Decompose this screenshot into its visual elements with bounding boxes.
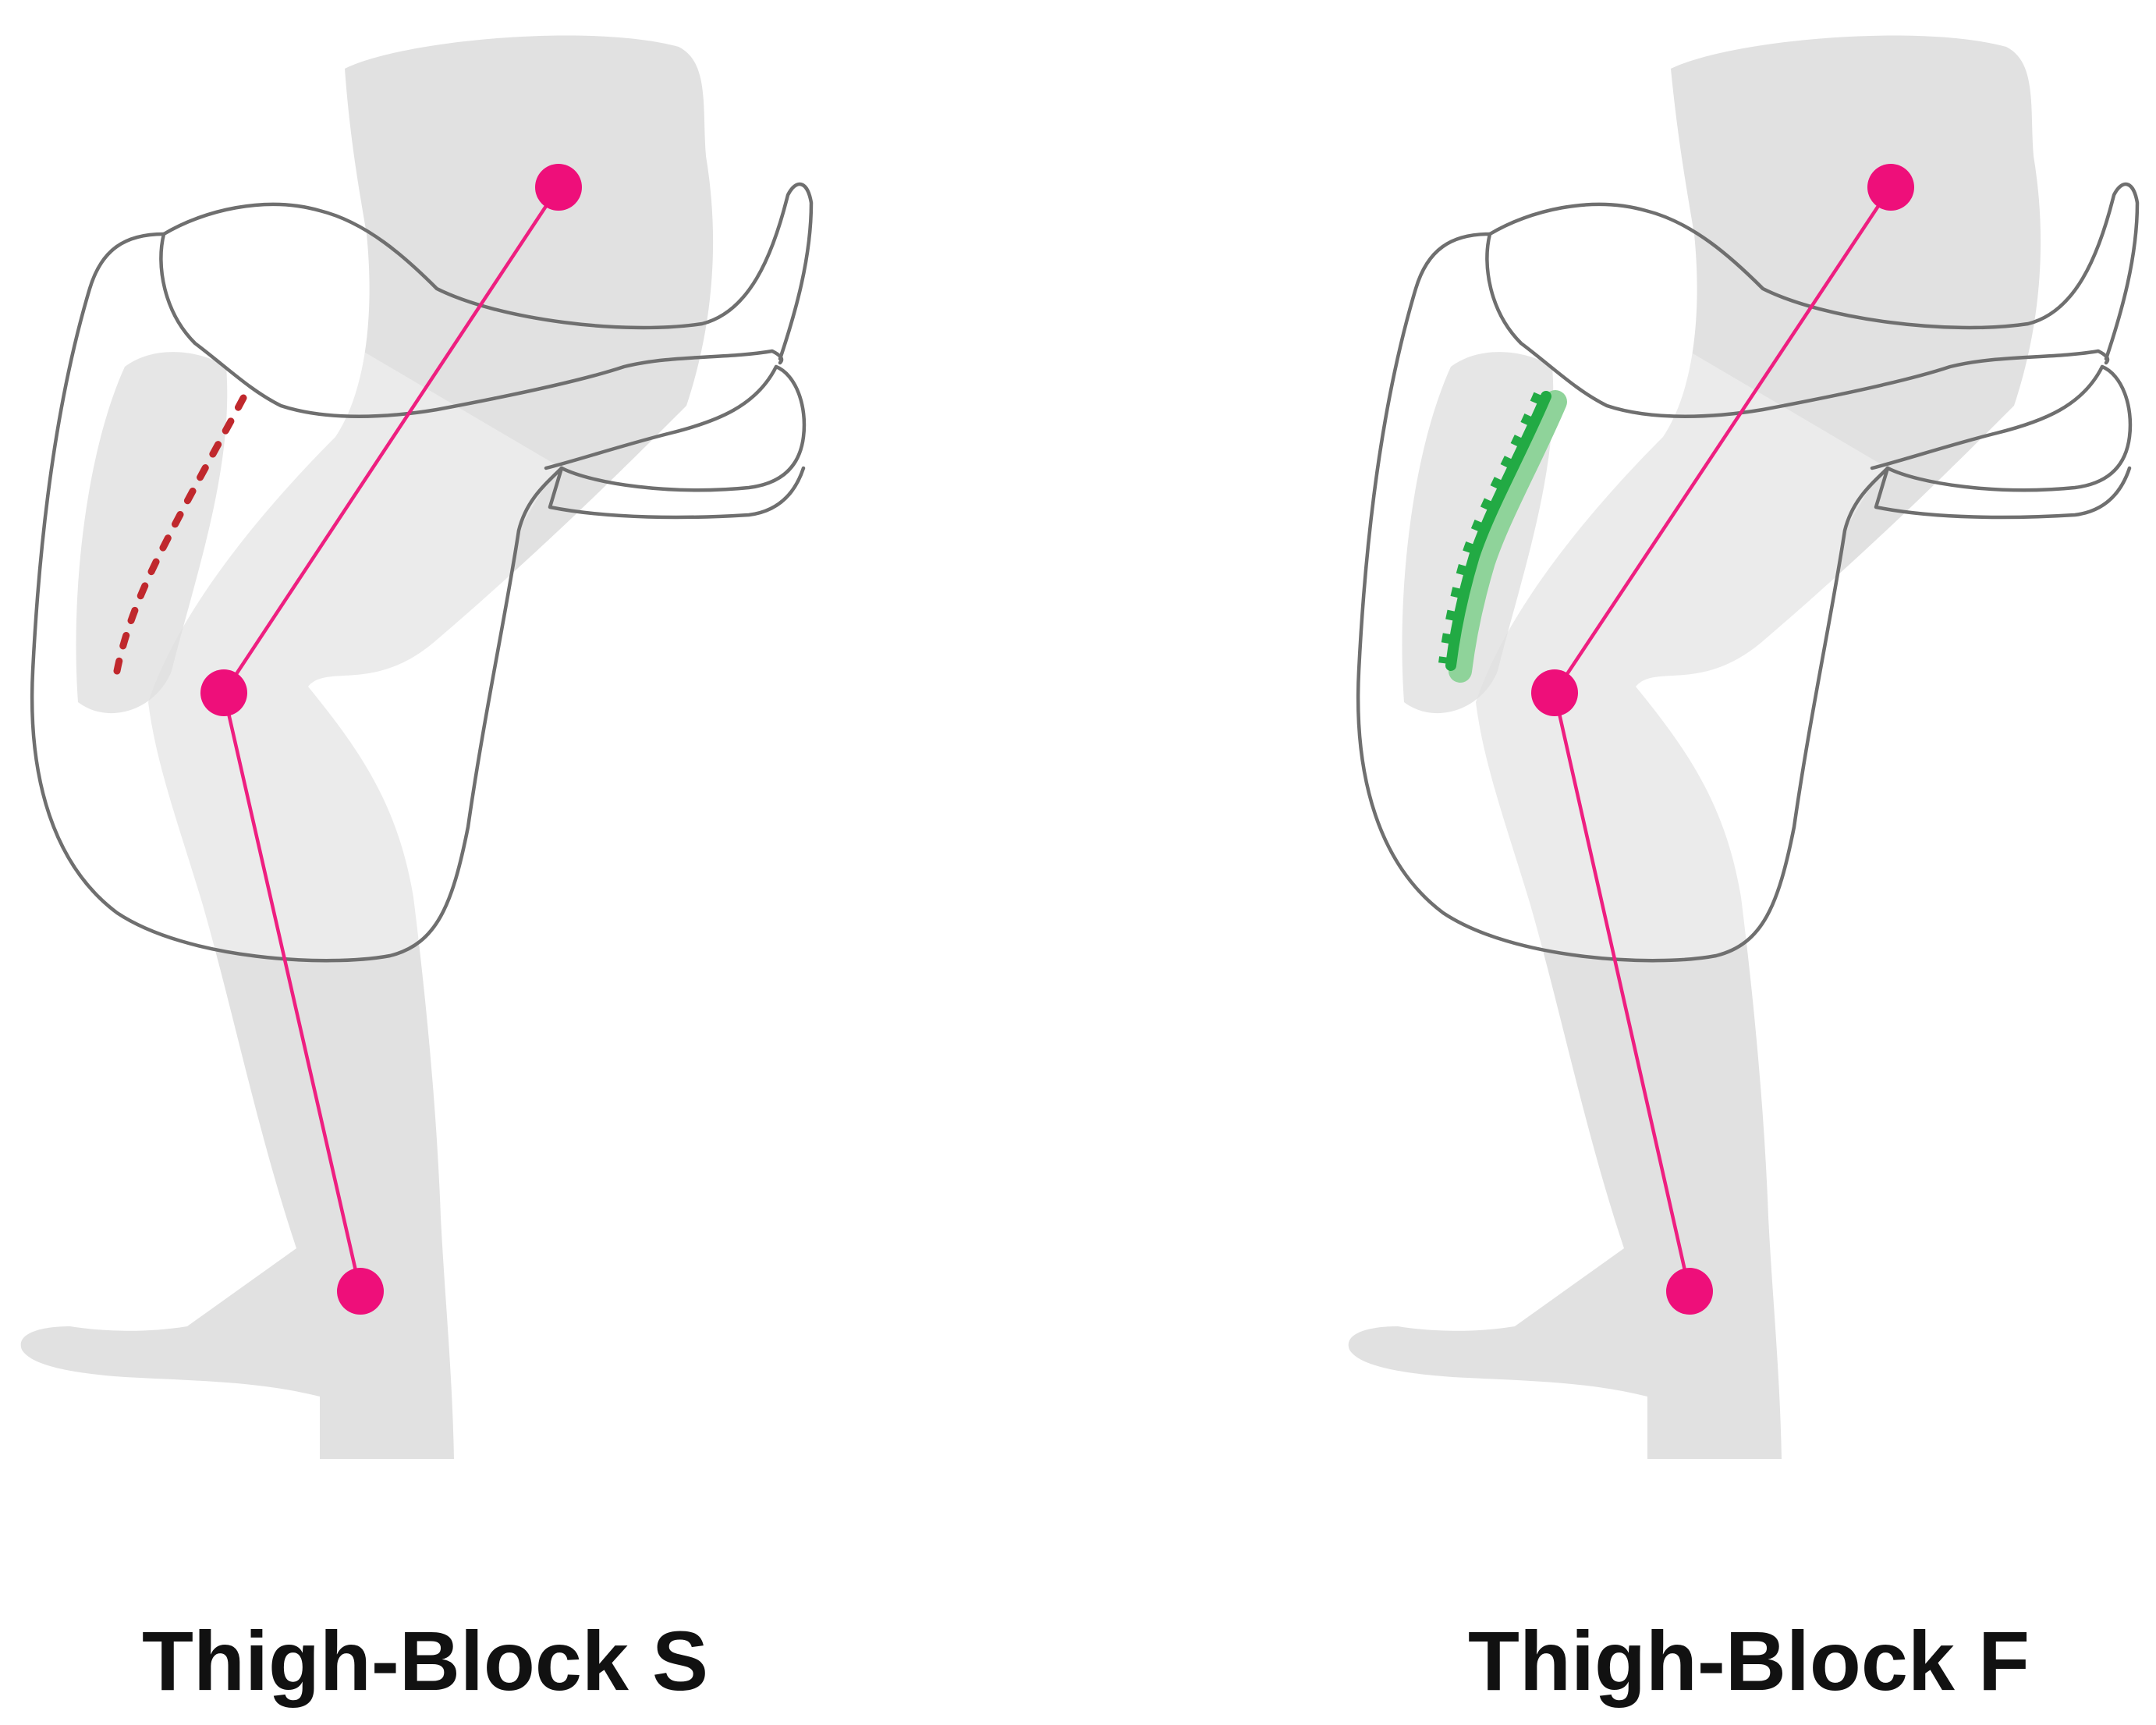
saddle-flap-outline [1356, 232, 1890, 963]
hip-joint [535, 164, 582, 211]
femur-line [222, 185, 561, 695]
ankle-joint [1666, 1268, 1713, 1315]
saddle-seat-underside [1485, 232, 2110, 418]
saddle-flap-outline [30, 232, 564, 963]
ankle-joint [337, 1268, 384, 1315]
thigh-block-pad [76, 352, 228, 714]
thigh-block-f-band-dark [1445, 391, 1551, 671]
label-thigh-block-s: Thigh-Block S [142, 1613, 708, 1708]
thigh-block-f-teeth [1438, 392, 1543, 664]
knee-joint [200, 669, 247, 716]
rider-leg-illustration-s [20, 35, 814, 1459]
tibia-line [1552, 690, 1692, 1294]
thigh-block-f-band-light [1449, 390, 1567, 683]
saddle-seat-underside [159, 232, 784, 418]
knee-joint [1531, 669, 1578, 716]
saddle-knee-roll-outline [1870, 364, 2133, 520]
hip-joint [1867, 164, 1914, 211]
tibia-line [222, 690, 363, 1294]
leg-silhouette [1348, 35, 2041, 1459]
panel-thigh-block-f: Thigh-Block F [1078, 0, 2156, 1725]
leg-silhouette [20, 35, 714, 1459]
rider-leg-illustration-f [1348, 35, 2140, 1459]
saddle-seat-outline [1488, 182, 2140, 361]
label-thigh-block-f: Thigh-Block F [1468, 1613, 2030, 1708]
saddle-flap-fill [1358, 234, 1888, 961]
thigh-block-s-marker [113, 394, 247, 675]
femur-line [1552, 185, 1893, 695]
saddle-knee-roll-outline [544, 364, 807, 520]
panel-thigh-block-s: Thigh-Block S [20, 35, 814, 1708]
saddle-flap-fill [32, 234, 562, 961]
saddle-seat-outline [161, 182, 814, 361]
